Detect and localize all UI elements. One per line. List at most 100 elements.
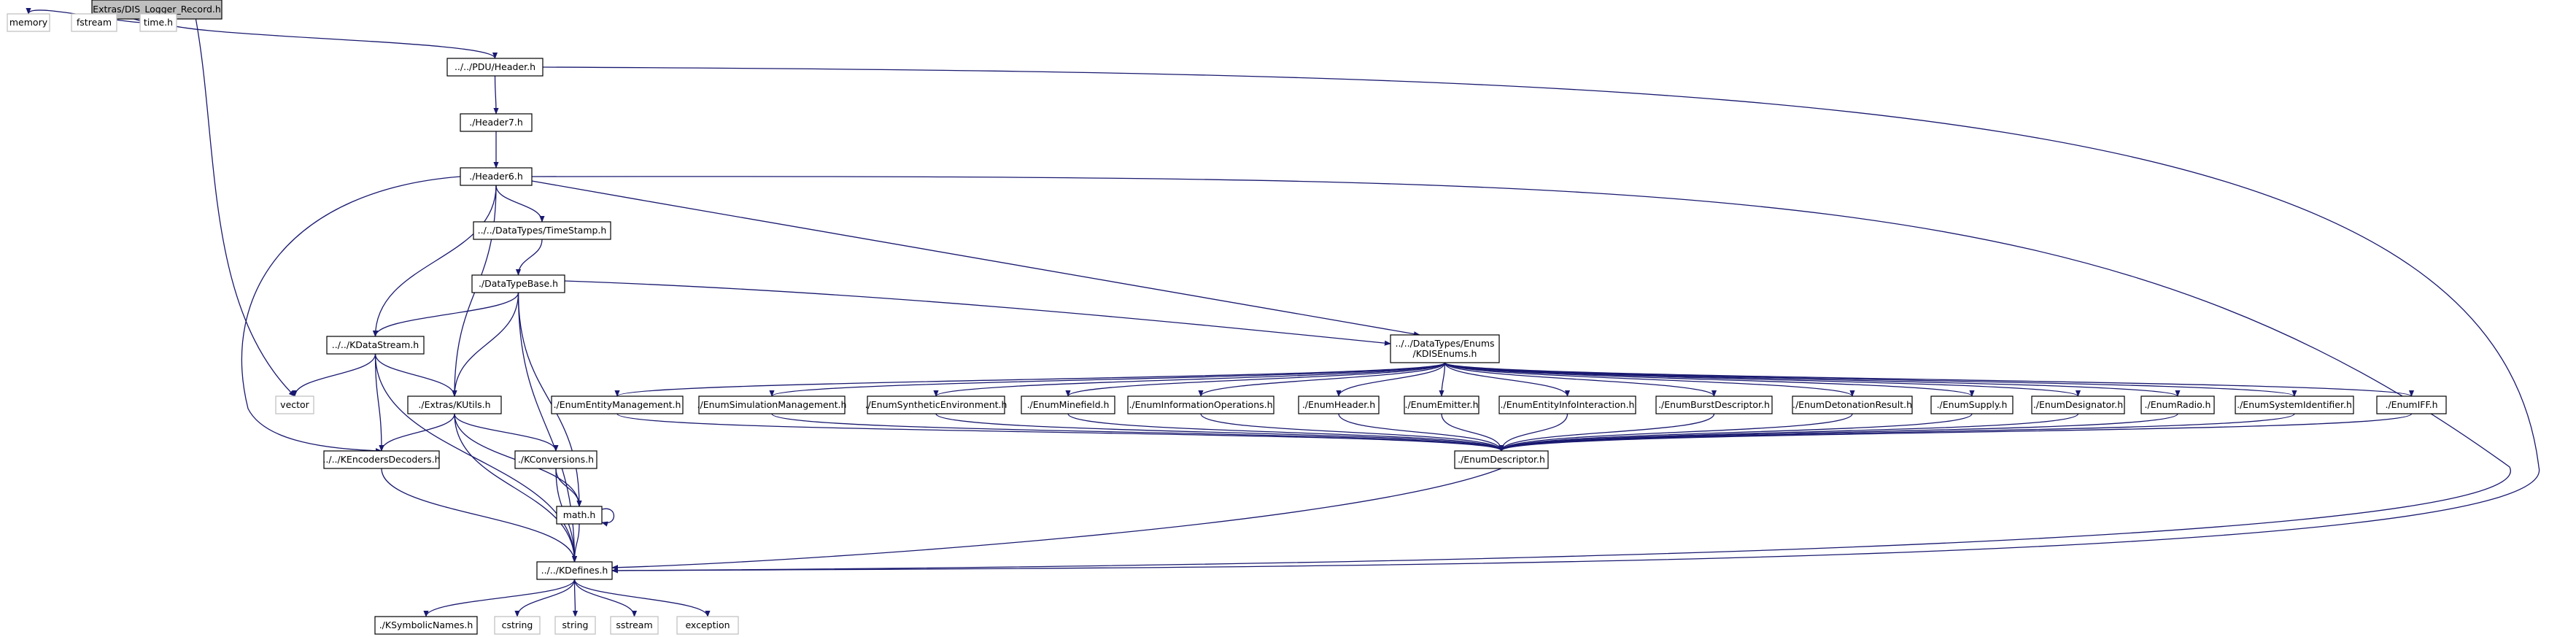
node-e-sim[interactable]: ./EnumSimulationManagement.h — [697, 395, 847, 414]
edge-datastream-to-vector — [292, 353, 376, 397]
node-memory[interactable]: memory — [7, 13, 50, 32]
node-label-e-synth: ./EnumSyntheticEnvironment.h — [865, 399, 1007, 410]
node-box-e-header — [1298, 395, 1380, 414]
node-label-datatypebase: ./DataTypeBase.h — [479, 278, 558, 289]
edge-e-radio-to-e-desc — [1498, 413, 2178, 452]
node-vector[interactable]: vector — [275, 395, 314, 414]
node-box-e-sysid — [2235, 395, 2354, 414]
node-e-eii[interactable]: ./EnumEntityInfoInteraction.h — [1498, 395, 1636, 414]
node-box-memory — [7, 13, 50, 32]
edge-kdisenums-to-e-desig — [1444, 362, 2081, 397]
edge-e-sysid-to-e-desc — [1498, 413, 2295, 452]
node-label-e-eii: ./EnumEntityInfoInteraction.h — [1501, 399, 1635, 410]
node-sstream[interactable]: sstream — [610, 616, 659, 635]
edges-layer — [26, 7, 2540, 617]
node-box-kenc — [323, 450, 440, 469]
node-e-emitter[interactable]: ./EnumEmitter.h — [1404, 395, 1480, 414]
node-label-e-burst: ./EnumBurstDescriptor.h — [1658, 399, 1770, 410]
node-label-memory: memory — [9, 17, 48, 28]
edge-e-iff-to-e-desc — [1498, 413, 2413, 452]
node-box-fstream — [71, 13, 117, 32]
node-e-burst[interactable]: ./EnumBurstDescriptor.h — [1655, 395, 1773, 414]
node-math[interactable]: math.h — [556, 506, 603, 525]
node-exception[interactable]: exception — [676, 616, 739, 635]
edge-datatypebase-to-kutils — [452, 292, 519, 397]
node-kconv[interactable]: ./KConversions.h — [514, 450, 597, 469]
edge-kdefines-to-ksym — [423, 579, 576, 617]
node-datastream[interactable]: ../../KDataStream.h — [326, 336, 425, 355]
node-header7[interactable]: ./Header7.h — [460, 113, 533, 132]
node-label-e-sim: ./EnumSimulationManagement.h — [697, 399, 847, 410]
edge-header6-to-timestamp — [495, 185, 545, 223]
node-e-header[interactable]: ./EnumHeader.h — [1298, 395, 1380, 414]
node-kutils[interactable]: ./Extras/KUtils.h — [407, 395, 502, 414]
node-box-e-desig — [2031, 395, 2125, 414]
edge-root-to-vector — [195, 18, 295, 397]
edge-kdisenums-to-e-deton — [1444, 362, 1855, 397]
node-box-kdefines — [536, 561, 613, 580]
node-box-time — [139, 13, 177, 32]
node-box-e-burst — [1655, 395, 1773, 414]
edge-e-sim-to-e-desc — [771, 413, 1504, 452]
node-e-iff[interactable]: ./EnumIFF.h — [2376, 395, 2447, 414]
node-e-supply[interactable]: ./EnumSupply.h — [1930, 395, 2014, 414]
edge-math-to-math — [601, 508, 614, 527]
node-kdisenums[interactable]: ../../DataTypes/Enums/KDISEnums.h — [1390, 334, 1500, 363]
edge-kdisenums-to-e-radio — [1444, 362, 2181, 397]
node-e-mine[interactable]: ./EnumMinefield.h — [1021, 395, 1115, 414]
edge-header6-to-datastream — [372, 185, 497, 337]
node-box-header6 — [460, 167, 533, 186]
node-e-synth[interactable]: ./EnumSyntheticEnvironment.h — [865, 395, 1007, 414]
node-label-e-mine: ./EnumMinefield.h — [1027, 399, 1110, 410]
node-box-kconv — [514, 450, 597, 469]
edge-e-desc-to-kdefines — [611, 468, 1502, 571]
node-box-e-mine — [1021, 395, 1115, 414]
node-e-radio[interactable]: ./EnumRadio.h — [2140, 395, 2215, 414]
node-label-timestamp: ../../DataTypes/TimeStamp.h — [478, 225, 607, 236]
node-box-math — [556, 506, 603, 525]
edge-pdu-header-to-kdefines — [542, 66, 2540, 574]
node-ksym[interactable]: ./KSymbolicNames.h — [374, 616, 478, 635]
node-datatypebase[interactable]: ./DataTypeBase.h — [471, 274, 565, 293]
node-box-e-emitter — [1404, 395, 1480, 414]
edge-e-eii-to-e-desc — [1498, 413, 1569, 452]
edge-pdu-header-to-header7 — [493, 75, 499, 115]
node-box-string — [554, 616, 596, 635]
edge-datatypebase-to-math — [517, 292, 582, 507]
node-e-desig[interactable]: ./EnumDesignator.h — [2031, 395, 2125, 414]
node-label-e-entity: ./EnumEntityManagement.h — [554, 399, 681, 410]
node-timestamp[interactable]: ../../DataTypes/TimeStamp.h — [473, 221, 611, 240]
node-e-desc[interactable]: ./EnumDescriptor.h — [1454, 450, 1549, 469]
node-kdefines[interactable]: ../../KDefines.h — [536, 561, 613, 580]
edge-e-info-to-e-desc — [1200, 413, 1504, 452]
edge-e-header-to-e-desc — [1338, 413, 1504, 452]
node-e-info[interactable]: ./EnumInformationOperations.h — [1127, 395, 1275, 414]
node-pdu-header[interactable]: ../../PDU/Header.h — [446, 58, 544, 77]
node-label-time: time.h — [144, 17, 173, 28]
node-label-kenc: ../../KEncodersDecoders.h — [322, 454, 440, 465]
node-box-e-sim — [698, 395, 846, 414]
node-header6[interactable]: ./Header6.h — [460, 167, 533, 186]
edge-kutils-to-kenc — [379, 413, 455, 452]
node-e-deton[interactable]: ./EnumDetonationResult.h — [1792, 395, 1913, 414]
node-label-e-desc: ./EnumDescriptor.h — [1458, 454, 1545, 465]
edge-kdisenums-to-e-header — [1336, 362, 1446, 397]
node-box-e-info — [1127, 395, 1275, 414]
edge-kdisenums-to-e-entity — [614, 362, 1446, 397]
node-e-entity[interactable]: ./EnumEntityManagement.h — [551, 395, 684, 414]
node-cstring[interactable]: cstring — [494, 616, 541, 635]
node-box-e-radio — [2140, 395, 2215, 414]
edge-kdisenums-to-e-supply — [1444, 362, 1975, 397]
node-e-sysid[interactable]: ./EnumSystemIdentifier.h — [2235, 395, 2354, 414]
node-kenc[interactable]: ../../KEncodersDecoders.h — [322, 450, 441, 469]
node-box-timestamp — [473, 221, 611, 240]
node-box-kutils — [407, 395, 502, 414]
node-string[interactable]: string — [554, 616, 596, 635]
node-time[interactable]: time.h — [139, 13, 177, 32]
node-fstream[interactable]: fstream — [71, 13, 117, 32]
node-box-e-iff — [2376, 395, 2447, 414]
node-label-ksym: ./KSymbolicNames.h — [379, 619, 473, 630]
node-box-kdisenums — [1390, 334, 1500, 363]
